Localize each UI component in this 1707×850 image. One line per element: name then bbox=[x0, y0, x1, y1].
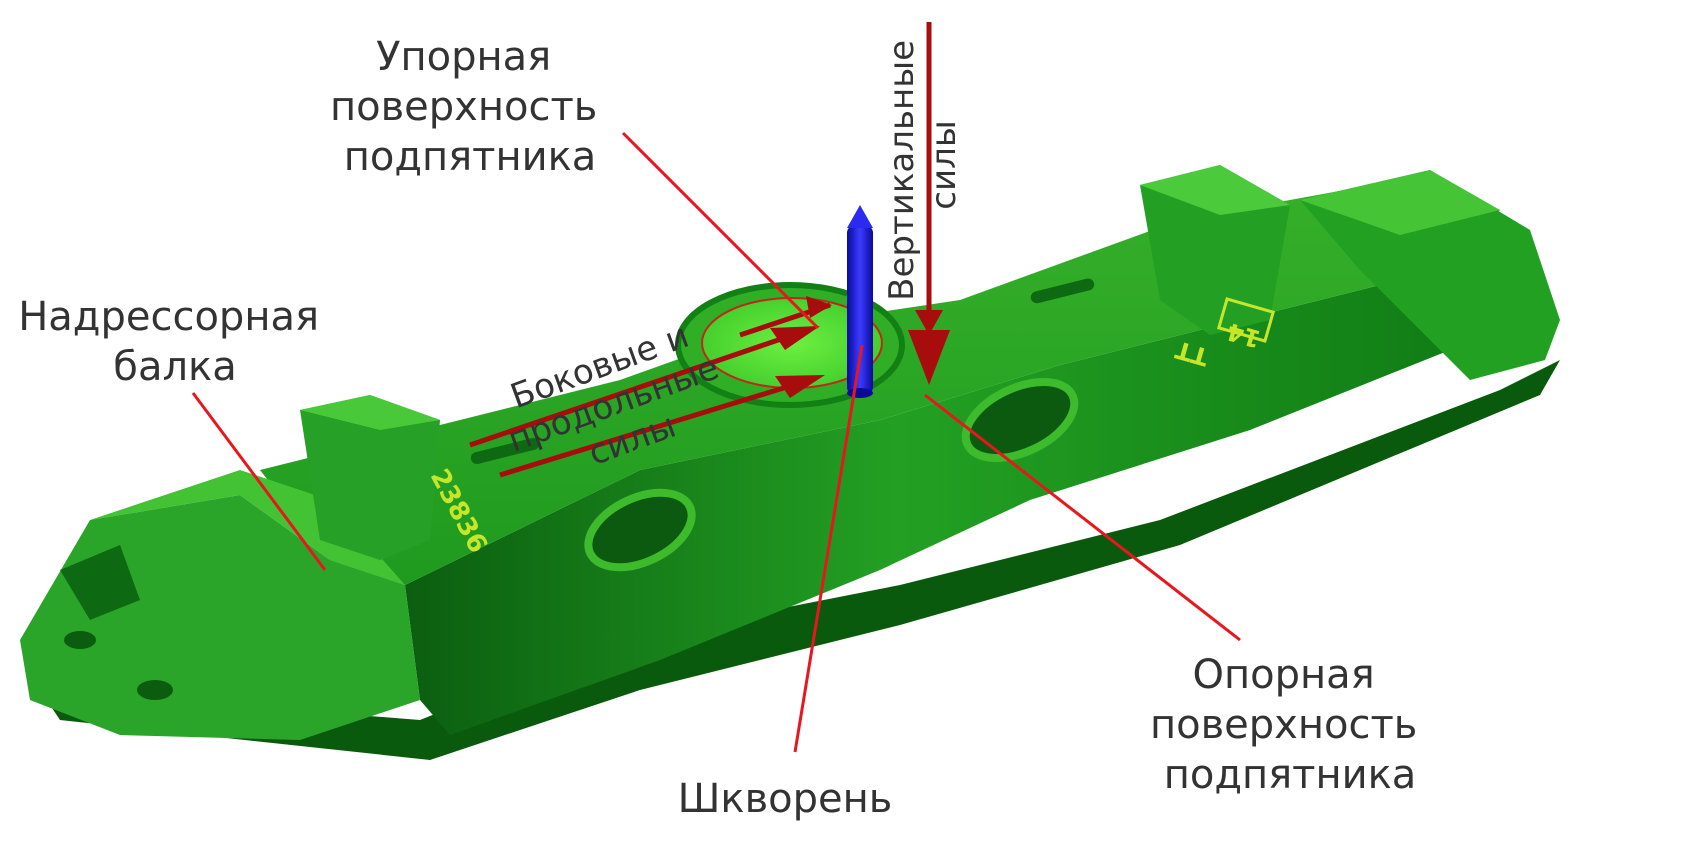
label-vertical-forces: Вертикальные силы bbox=[882, 29, 964, 301]
label-vertical-forces-line2: силы bbox=[924, 120, 964, 209]
label-vertical-forces-line1: Вертикальные bbox=[882, 40, 922, 301]
right-column-top bbox=[1140, 165, 1290, 215]
vertical-force-arrowhead bbox=[908, 330, 950, 385]
label-thrust-surface-line2: поверхность bbox=[330, 84, 597, 130]
kingpin-shaft bbox=[847, 225, 873, 395]
leader-bearing-surface bbox=[924, 393, 1241, 642]
bolster-beam bbox=[20, 165, 1560, 760]
vertical-force-arrowhead-small bbox=[915, 310, 943, 335]
beam-side-face bbox=[405, 265, 1500, 735]
lateral-force-arrowhead-1 bbox=[770, 326, 820, 350]
left-column-top bbox=[300, 395, 440, 430]
leader-bolster bbox=[191, 392, 327, 571]
lateral-force-arrowhead-3 bbox=[806, 296, 832, 318]
lateral-force-arrow-1 bbox=[469, 333, 791, 448]
kingpin bbox=[847, 205, 873, 398]
left-end-hole-1 bbox=[64, 631, 96, 649]
vertical-force-arrow bbox=[908, 22, 950, 385]
kingpin-base bbox=[847, 388, 873, 398]
side-oval-hole-left bbox=[584, 488, 696, 572]
label-bolster-line1: Надрессорная bbox=[18, 294, 319, 340]
left-end-hole-2 bbox=[137, 680, 173, 700]
top-slot-left bbox=[470, 437, 540, 465]
label-vertical-forces-text: Вертикальные силы bbox=[882, 29, 964, 301]
lateral-force-arrow-2 bbox=[499, 383, 791, 478]
label-kingpin: Шкворень bbox=[678, 776, 893, 822]
left-end-window bbox=[60, 545, 140, 620]
casting-mark-box bbox=[1216, 297, 1276, 343]
lateral-force-arrowhead-2 bbox=[775, 375, 825, 398]
label-thrust-surface-line1: Упорная bbox=[376, 34, 551, 80]
label-thrust-surface: Упорная поверхность подпятника bbox=[330, 34, 610, 180]
lateral-longitudinal-force-arrows bbox=[469, 296, 832, 478]
leader-thrust-surface bbox=[621, 131, 820, 330]
label-bearing-surface-line3: подпятника bbox=[1164, 752, 1417, 798]
label-bearing-surface: Опорная поверхность подпятника bbox=[1150, 652, 1430, 798]
leader-kingpin bbox=[793, 344, 864, 753]
side-oval-hole-right bbox=[961, 378, 1079, 462]
label-bolster-line2: балка bbox=[113, 344, 236, 390]
label-bearing-surface-line2: поверхность bbox=[1150, 702, 1417, 748]
beam-right-end-top bbox=[1300, 170, 1500, 235]
top-slot-right bbox=[1030, 278, 1095, 304]
label-bearing-surface-line1: Опорная bbox=[1193, 652, 1375, 698]
label-bolster: Надрессорная балка bbox=[18, 294, 332, 390]
label-thrust-surface-line3: подпятника bbox=[344, 134, 597, 180]
kingpin-tip bbox=[847, 205, 873, 228]
left-column bbox=[300, 395, 440, 560]
